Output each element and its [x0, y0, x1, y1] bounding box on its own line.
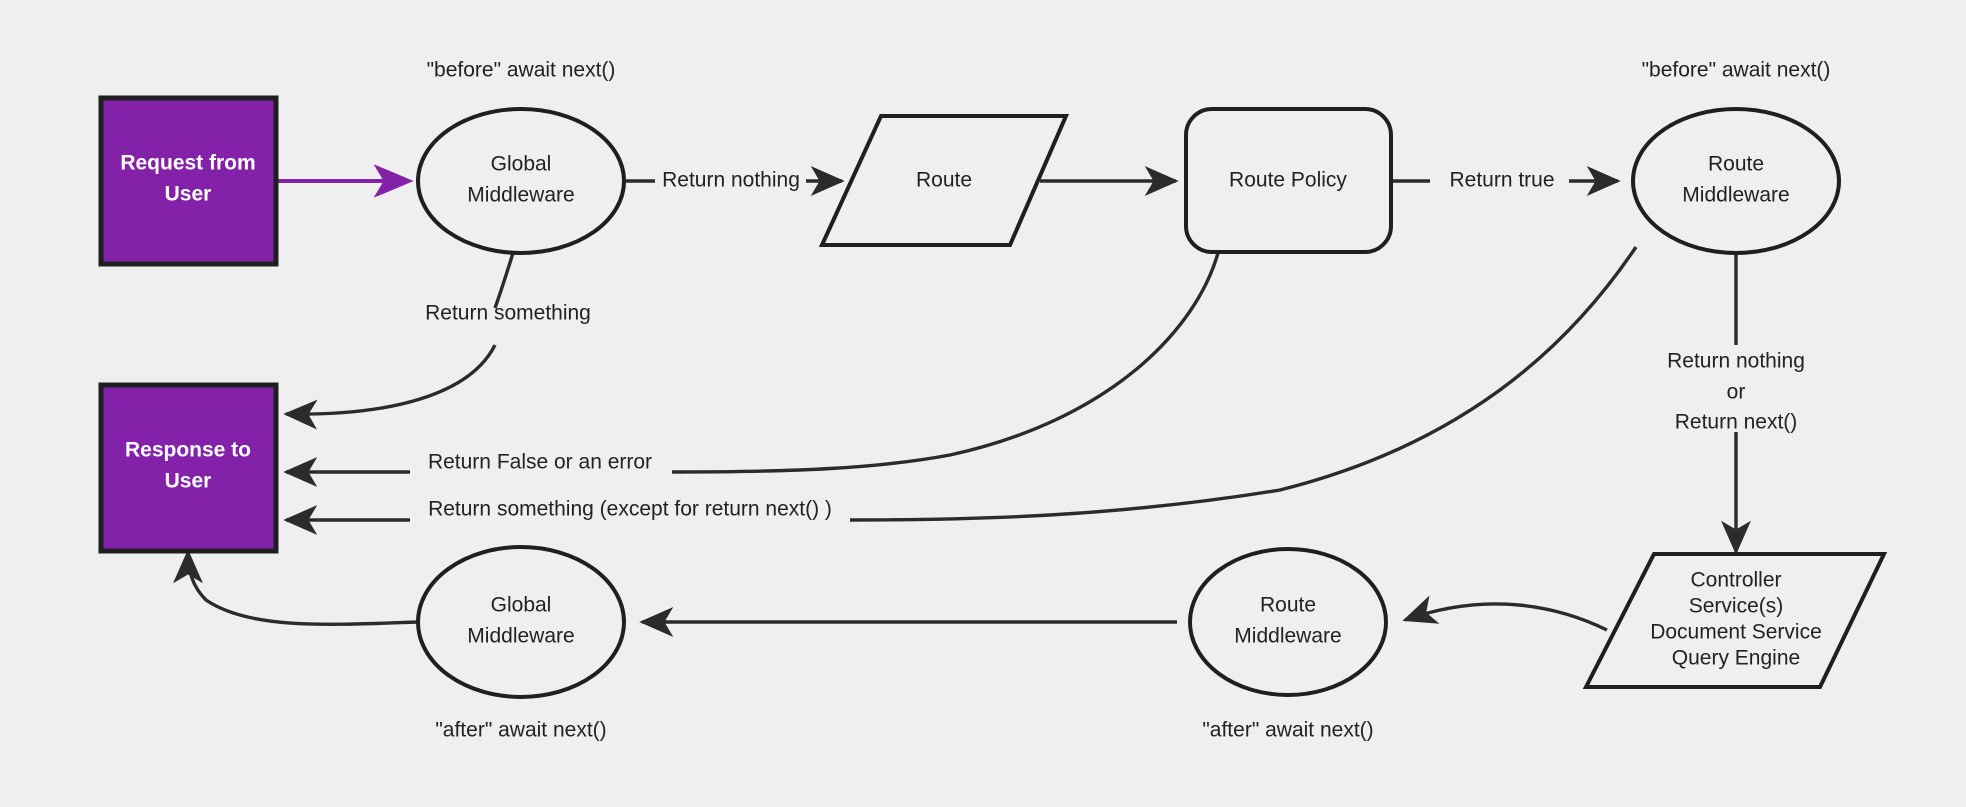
edge-route-middleware-to-response	[283, 246, 1638, 535]
route-policy-label: Route Policy	[1229, 169, 1347, 192]
edge-global-middleware-bottom-to-response	[173, 549, 419, 626]
controller-label-line4: Query Engine	[1672, 647, 1800, 670]
node-controller[interactable]: Controller Service(s) Document Service Q…	[1582, 552, 1888, 689]
node-global-middleware-top[interactable]: Global Middleware	[416, 107, 626, 255]
request-box-label-line2: User	[165, 183, 212, 206]
node-route-middleware-bottom[interactable]: Route Middleware	[1188, 547, 1388, 697]
response-box-label-line1: Response to	[125, 439, 251, 462]
annotation-after-await-next-global: "after" await next()	[435, 719, 606, 742]
global-middleware-bottom-label-line2: Middleware	[467, 625, 574, 648]
edge-label-return-next: Return next()	[1675, 411, 1798, 434]
edge-global-middleware-to-response	[283, 252, 515, 430]
edge-label-return-something: Return something	[425, 302, 591, 325]
edge-route-policy-to-response	[283, 252, 1220, 487]
route-middleware-top-label-line1: Route	[1708, 153, 1764, 176]
response-box-label-line2: User	[165, 470, 212, 493]
controller-label-line3: Document Service	[1650, 621, 1822, 644]
edge-label-return-nothing: Return nothing	[662, 169, 800, 192]
route-middleware-top-label-line2: Middleware	[1682, 184, 1789, 207]
edge-controller-to-route-middleware-bottom	[1402, 595, 1608, 632]
edge-label-return-false-or-error: Return False or an error	[428, 451, 652, 474]
global-middleware-top-label-line2: Middleware	[467, 184, 574, 207]
edge-label-return-true: Return true	[1449, 169, 1554, 192]
node-route[interactable]: Route	[818, 114, 1070, 247]
node-global-middleware-bottom[interactable]: Global Middleware	[416, 545, 626, 699]
edge-label-return-something-except-next: Return something (except for return next…	[428, 498, 832, 521]
route-label: Route	[916, 169, 972, 192]
controller-label-line1: Controller	[1690, 569, 1781, 592]
annotation-before-await-next-global: "before" await next()	[427, 59, 616, 82]
node-route-policy[interactable]: Route Policy	[1184, 107, 1393, 254]
route-middleware-bottom-label-line2: Middleware	[1234, 625, 1341, 648]
annotation-after-await-next-route: "after" await next()	[1202, 719, 1373, 742]
route-middleware-bottom-label-line1: Route	[1260, 594, 1316, 617]
global-middleware-top-label-line1: Global	[491, 153, 552, 176]
annotation-before-await-next-route: "before" await next()	[1642, 59, 1831, 82]
node-route-middleware-top[interactable]: Route Middleware	[1631, 107, 1841, 255]
edge-label-or: or	[1727, 381, 1746, 404]
edge-label-return-nothing-2: Return nothing	[1667, 350, 1805, 373]
node-request-from-user[interactable]: Request from User	[98, 95, 279, 267]
request-box-label-line1: Request from	[120, 152, 255, 175]
node-response-to-user[interactable]: Response to User	[98, 382, 279, 554]
global-middleware-bottom-label-line1: Global	[491, 594, 552, 617]
controller-label-line2: Service(s)	[1689, 595, 1784, 618]
